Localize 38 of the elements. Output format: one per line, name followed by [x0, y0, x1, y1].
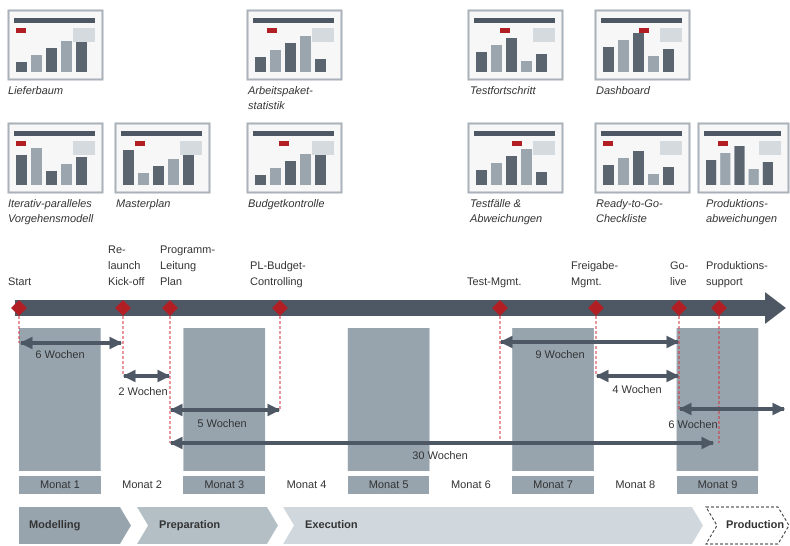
milestone-label: Start [8, 275, 32, 290]
phase-label: Execution [305, 519, 358, 531]
thumbnail-caption: Testfortschritt [470, 84, 537, 99]
thumbnail-caption: Lieferbaum [8, 84, 64, 99]
duration-label: 4 Wochen [612, 384, 662, 397]
duration-label: 30 Wochen [412, 450, 468, 463]
milestone-label: Go- live [670, 259, 690, 290]
phase-banner [137, 507, 278, 544]
thumbnail-caption: Testfälle & Abweichungen [470, 197, 544, 227]
phase-banner [19, 507, 131, 544]
phase-label: Preparation [159, 519, 220, 531]
duration-label: 6 Wochen [35, 349, 85, 362]
duration-label: 2 Wochen [118, 386, 168, 399]
duration-label: 6 Wochen [668, 419, 718, 432]
milestone-label: Freigabe- Mgmt. [571, 259, 620, 290]
thumbnail-caption: Iterativ-paralleles Vorgehensmodell [8, 197, 94, 227]
month-cell: Monat 1 [19, 476, 101, 494]
thumbnail-caption: Budgetkontrolle [248, 197, 326, 212]
thumbnail-caption: Dashboard [596, 84, 652, 99]
milestone-label: Programm- Leitung Plan [160, 243, 216, 290]
phase-label: Modelling [29, 519, 80, 531]
month-cell: Monat 9 [676, 476, 758, 494]
phase-banner [706, 507, 789, 544]
month-cell: Monat 7 [512, 476, 594, 494]
month-cell: Monat 5 [348, 476, 430, 494]
thumbnail-caption: Produktions- abweichungen [706, 197, 778, 227]
thumbnail-caption: Ready-to-Go- Checkliste [596, 197, 664, 227]
phase-banner [283, 507, 703, 544]
milestone-label: Test-Mgmt. [467, 275, 522, 290]
milestone-label: PL-Budget- Controlling [250, 259, 307, 290]
thumbnail-caption: Masterplan [116, 197, 172, 212]
duration-label: 5 Wochen [197, 418, 247, 431]
milestone-label: Produktions- support [706, 259, 769, 290]
month-cell: Monat 3 [183, 476, 266, 494]
milestone-label: Re- launch Kick-off [108, 243, 146, 290]
phase-label: Production [726, 519, 784, 531]
thumbnail-caption: Arbeitspaket- statistik [248, 84, 314, 114]
duration-label: 9 Wochen [535, 349, 585, 362]
